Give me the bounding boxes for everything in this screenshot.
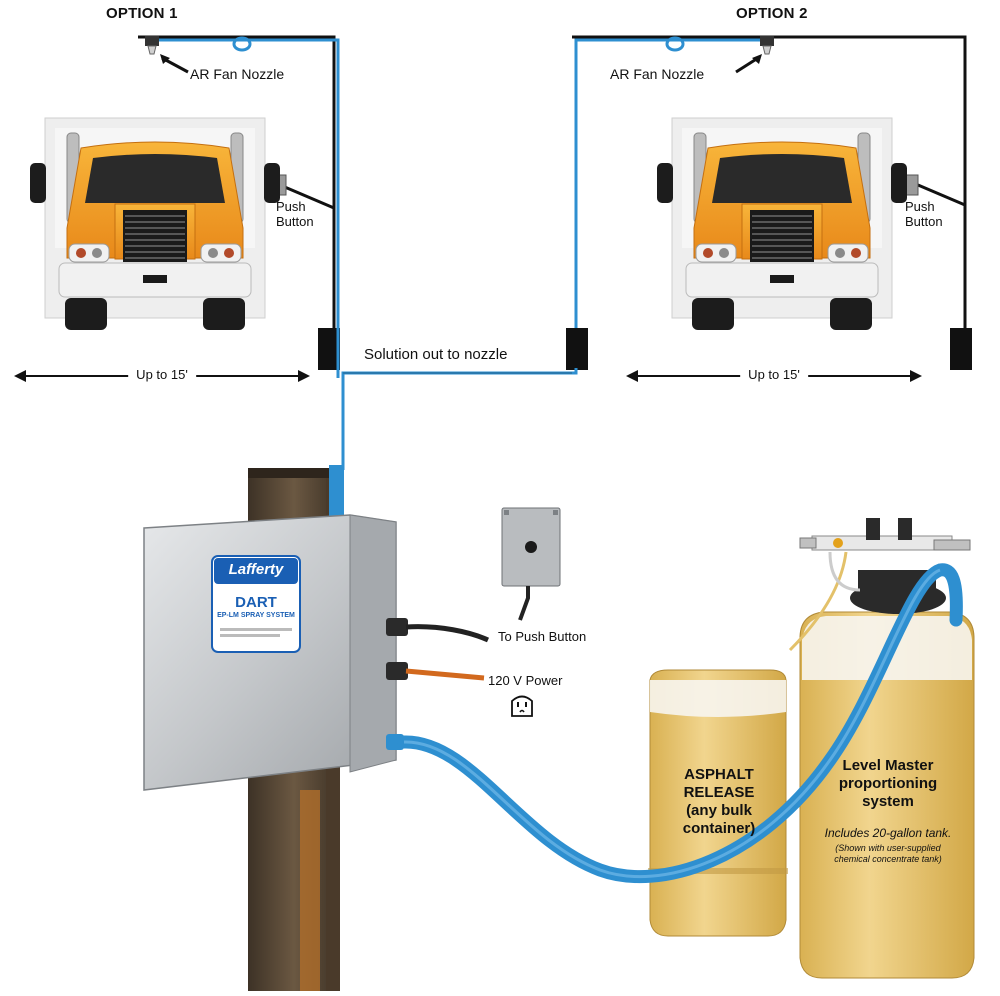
solution-line bbox=[341, 368, 578, 470]
nozzle-label-1: AR Fan Nozzle bbox=[190, 66, 285, 82]
span-dimension-2-text: Up to 15' bbox=[740, 367, 808, 382]
option1-frame bbox=[138, 35, 340, 378]
span-dimension-1-text: Up to 15' bbox=[128, 367, 196, 382]
push-button-cable bbox=[405, 624, 490, 643]
power-outlet-icon bbox=[511, 695, 533, 717]
truck-option1 bbox=[29, 117, 281, 331]
controller-box bbox=[143, 514, 408, 791]
span-dimension-2: Up to 15' bbox=[626, 367, 922, 383]
solution-out-label: Solution out to nozzle bbox=[364, 346, 508, 363]
nozzle-label-2: AR Fan Nozzle bbox=[610, 66, 705, 82]
option2-frame bbox=[566, 35, 972, 370]
product-name: EP-LM SPRAY SYSTEM bbox=[217, 612, 295, 619]
level-master-title: Level Master proportioning system bbox=[838, 757, 938, 810]
lafferty-logo: Lafferty bbox=[228, 561, 284, 578]
power-label: 120 V Power bbox=[488, 673, 563, 688]
push-button-box bbox=[501, 507, 561, 621]
level-master-subnote: (Shown with user-supplied chemical conce… bbox=[834, 843, 942, 864]
level-master-tank bbox=[788, 518, 975, 979]
push-button-label-1: Push Button bbox=[276, 199, 314, 229]
level-master-note: Includes 20-gallon tank. bbox=[824, 826, 952, 840]
dart-logo: DART bbox=[235, 594, 277, 611]
option1-title: OPTION 1 bbox=[106, 5, 178, 22]
power-cable bbox=[405, 668, 485, 681]
truck-option2 bbox=[656, 117, 908, 331]
asphalt-release-label: ASPHALT RELEASE (any bulk container) bbox=[682, 766, 756, 837]
push-button-label-2: Push Button bbox=[905, 199, 943, 229]
option2-title: OPTION 2 bbox=[736, 5, 808, 22]
span-dimension-1: Up to 15' bbox=[14, 367, 310, 383]
to-push-button-label: To Push Button bbox=[498, 629, 587, 644]
